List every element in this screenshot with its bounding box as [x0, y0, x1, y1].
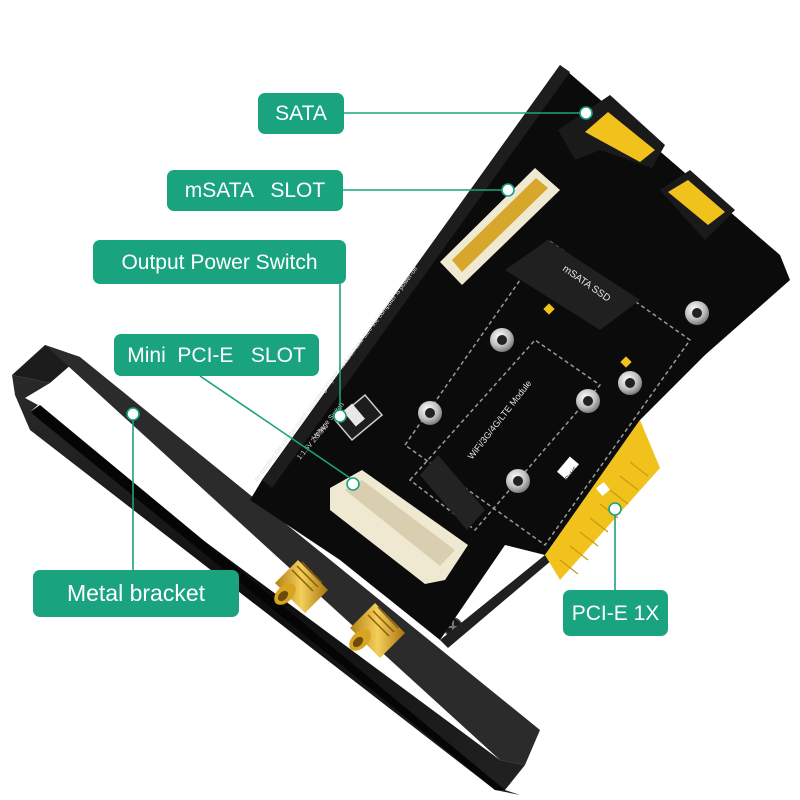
sata-callout: SATA	[258, 93, 344, 134]
callout-leaders	[126, 106, 622, 590]
msata-slot-connector	[440, 168, 560, 285]
antenna-connector-1	[274, 560, 328, 613]
metal-bracket-callout: Metal bracket	[33, 570, 239, 617]
mini-pcie-slot-callout: Mini PCI-E SLOT	[114, 334, 319, 376]
output-power-switch-callout: Output Power Switch	[93, 240, 346, 284]
pcie-1x-callout: PCI-E 1X	[563, 590, 668, 636]
standoffs	[418, 301, 709, 493]
msata-ssd-area: mSATA SSD	[403, 238, 692, 547]
msata-slot-callout: mSATA SLOT	[167, 170, 343, 211]
antenna-connector-2	[349, 603, 405, 658]
mini-pcie-slot	[330, 470, 468, 584]
